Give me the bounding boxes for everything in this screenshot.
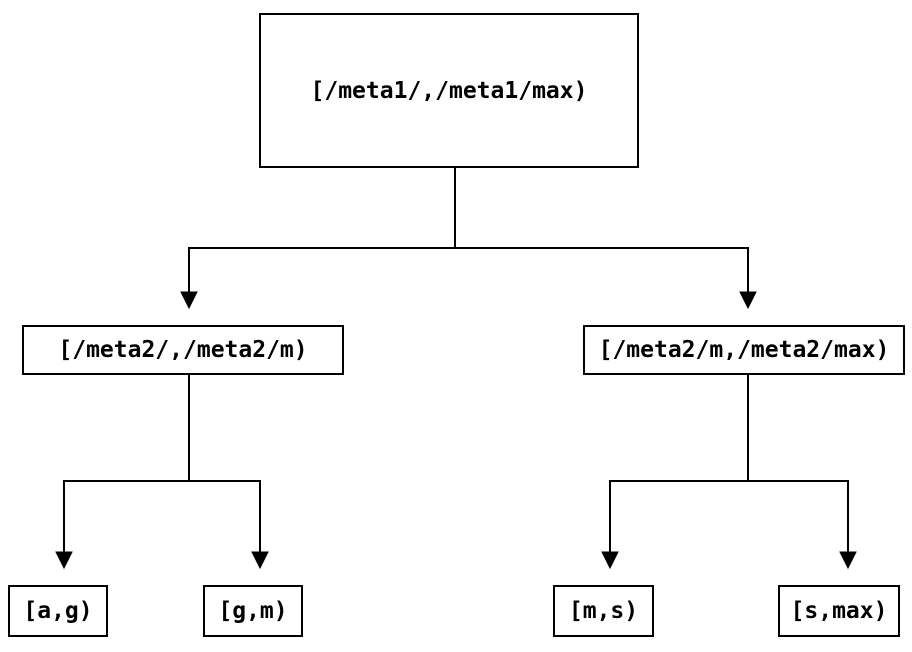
node-leaf-range-g-m: [g,m) (203, 585, 303, 637)
arrowhead-icon (55, 551, 73, 570)
node-meta2-left-range: [/meta2/,/meta2/m) (22, 325, 344, 375)
node-leaf-range-m-s: [m,s) (553, 585, 654, 637)
node-meta2-right-range: [/meta2/m,/meta2/max) (583, 325, 905, 375)
arrowhead-icon (180, 291, 198, 310)
edge-root-to-meta2 (180, 168, 757, 310)
node-leaf-range-s-max: [s,max) (778, 585, 900, 637)
arrowhead-icon (251, 551, 269, 570)
node-meta1-range: [/meta1/,/meta1/max) (259, 13, 639, 168)
edge-meta2-left-to-leaves (55, 375, 269, 570)
arrowhead-icon (739, 291, 757, 310)
edge-meta2-right-to-leaves (601, 375, 857, 570)
arrowhead-icon (601, 551, 619, 570)
arrowhead-icon (839, 551, 857, 570)
node-leaf-range-a-g: [a,g) (8, 585, 108, 637)
